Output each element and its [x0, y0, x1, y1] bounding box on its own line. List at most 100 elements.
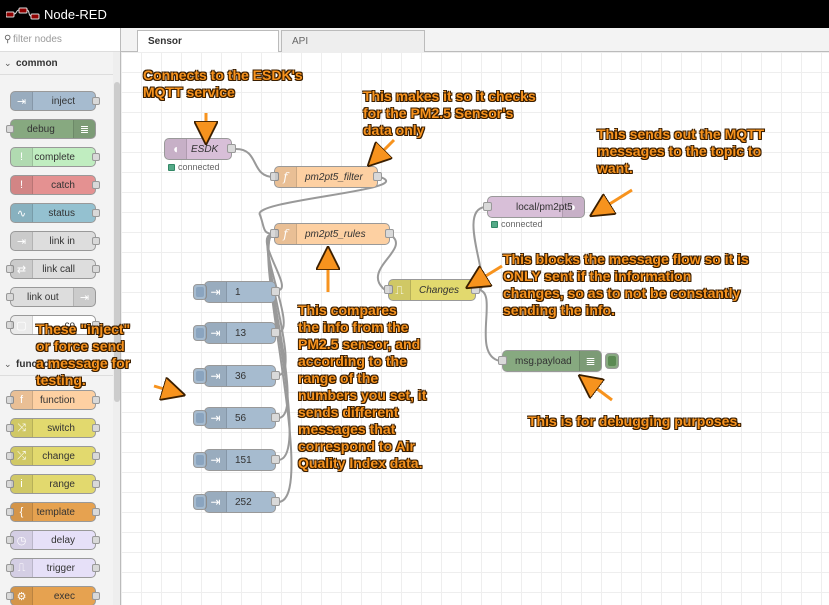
- palette-node-label: complete: [34, 152, 75, 163]
- palette-node-status[interactable]: ∿status: [10, 203, 100, 223]
- input-port[interactable]: [483, 202, 492, 211]
- palette-node-label: status: [48, 208, 75, 219]
- palette-node-exec[interactable]: ⚙exec: [6, 586, 100, 605]
- inject-trigger-button[interactable]: [193, 325, 207, 341]
- mqtt-out-status-text: connected: [501, 219, 543, 229]
- inject-arrow-icon: ⇥: [205, 366, 227, 386]
- palette-node-label: link in: [49, 236, 75, 247]
- tab-sensor[interactable]: Sensor: [137, 30, 279, 53]
- palette-node-switch[interactable]: ⤨switch: [6, 418, 100, 438]
- node-red-logo-icon: [6, 7, 40, 20]
- esdk-status-text: connected: [178, 162, 220, 172]
- input-port: [6, 564, 14, 572]
- palette-node-label: link call: [42, 264, 75, 275]
- output-port[interactable]: [271, 287, 280, 296]
- changes-rbe-node[interactable]: ⎍ Changes: [384, 279, 480, 301]
- annotation-filter: This makes it so it checks for the PM2.5…: [363, 88, 536, 138]
- palette-node-label: catch: [51, 180, 75, 191]
- rbe-icon: ⎍: [389, 280, 411, 300]
- inject-node-252[interactable]: ⇥252: [193, 491, 280, 513]
- esdk-node-label: ESDK: [191, 144, 219, 155]
- output-port[interactable]: [385, 229, 394, 238]
- palette-node-debug[interactable]: ≣debug: [6, 119, 96, 139]
- input-port: [6, 321, 14, 329]
- category-common-label: common: [16, 58, 58, 69]
- palette-node-change[interactable]: ⤮change: [6, 446, 100, 466]
- output-port[interactable]: [373, 172, 382, 181]
- pm2pt5-filter-node[interactable]: f pm2pt5_filter: [270, 166, 382, 188]
- output-port: [92, 452, 100, 460]
- category-function-header[interactable]: ⌄ function: [0, 354, 113, 376]
- annotation-rules: This compares the info from the PM2.5 se…: [298, 302, 427, 471]
- output-port: [92, 265, 100, 273]
- palette-node-label: inject: [51, 96, 75, 107]
- palette-node-co[interactable]: ▢co: [6, 315, 100, 335]
- input-port[interactable]: [498, 356, 507, 365]
- mqtt-wave-icon: ◖: [165, 139, 187, 159]
- inject-node-label: 252: [235, 497, 252, 508]
- input-port[interactable]: [270, 172, 279, 181]
- palette-node-template[interactable]: {template: [6, 502, 100, 522]
- inject-node-13[interactable]: ⇥13: [193, 322, 280, 344]
- palette-node-label: function: [39, 395, 75, 406]
- esdk-mqtt-in-node[interactable]: ◖ ESDK: [164, 138, 236, 160]
- alert-icon: !: [11, 176, 33, 194]
- inject-arrow-icon: ⇥: [205, 282, 227, 302]
- comment-icon: ▢: [11, 316, 33, 334]
- inject-node-label: 36: [235, 371, 247, 382]
- inject-trigger-button[interactable]: [193, 410, 207, 426]
- output-port: [92, 424, 100, 432]
- palette-node-trigger[interactable]: ⎍trigger: [6, 558, 100, 578]
- tab-api-label: API: [292, 36, 309, 47]
- inject-trigger-button[interactable]: [193, 452, 207, 468]
- palette-scrollbar[interactable]: [113, 52, 120, 605]
- output-port[interactable]: [271, 497, 280, 506]
- debug-node-label: msg.payload: [515, 356, 572, 367]
- palette-node-complete[interactable]: !complete: [10, 147, 100, 167]
- msg-payload-debug-node[interactable]: msg.payload ≣: [498, 350, 619, 372]
- palette-node-link-in[interactable]: ⇥link in: [10, 231, 100, 251]
- palette-node-delay[interactable]: ◷delay: [6, 530, 100, 550]
- output-port[interactable]: [271, 413, 280, 422]
- inject-node-151[interactable]: ⇥151: [193, 449, 280, 471]
- palette-node-label: link out: [27, 292, 59, 303]
- filter-nodes-input[interactable]: filter nodes: [13, 34, 62, 45]
- palette-node-link-call[interactable]: ⇄link call: [6, 259, 100, 279]
- palette-scrollbar-thumb[interactable]: [114, 82, 120, 402]
- output-port[interactable]: [471, 285, 480, 294]
- palette-node-label: trigger: [46, 563, 75, 574]
- input-port[interactable]: [384, 285, 393, 294]
- input-port[interactable]: [270, 229, 279, 238]
- output-port[interactable]: [271, 455, 280, 464]
- output-port: [92, 396, 100, 404]
- local-pm2pt5-mqtt-out-node[interactable]: local/pm2pt5 ◗: [483, 196, 585, 218]
- status-dot: [168, 164, 175, 171]
- output-port: [92, 237, 100, 245]
- palette-node-label: switch: [47, 423, 75, 434]
- palette-node-link-out[interactable]: ⇥link out: [6, 287, 96, 307]
- inject-node-56[interactable]: ⇥56: [193, 407, 280, 429]
- debug-toggle-button[interactable]: [605, 353, 619, 369]
- inject-node-1[interactable]: ⇥1: [193, 281, 280, 303]
- palette-node-inject[interactable]: ⇥inject: [10, 91, 100, 111]
- mqtt-wave-icon: ◗: [562, 197, 584, 217]
- annotation-esdk: Connects to the ESDK's MQTT service: [143, 67, 303, 100]
- inject-trigger-button[interactable]: [193, 368, 207, 384]
- mqtt-out-status: connected: [491, 219, 543, 229]
- category-common-header[interactable]: ⌄ common: [0, 53, 113, 75]
- inject-trigger-button[interactable]: [193, 284, 207, 300]
- pm2pt5-rules-node[interactable]: f pm2pt5_rules: [270, 223, 394, 245]
- palette-node-catch[interactable]: ! catch: [10, 175, 100, 195]
- input-port: [6, 396, 14, 404]
- tab-api[interactable]: API: [281, 30, 425, 52]
- inject-trigger-button[interactable]: [193, 494, 207, 510]
- output-port[interactable]: [227, 144, 236, 153]
- output-port[interactable]: [271, 328, 280, 337]
- output-port[interactable]: [271, 371, 280, 380]
- palette-filter[interactable]: ⚲ filter nodes: [0, 28, 120, 52]
- output-port: [92, 564, 100, 572]
- app-title: Node-RED: [44, 7, 107, 22]
- inject-node-36[interactable]: ⇥ 36: [193, 365, 280, 387]
